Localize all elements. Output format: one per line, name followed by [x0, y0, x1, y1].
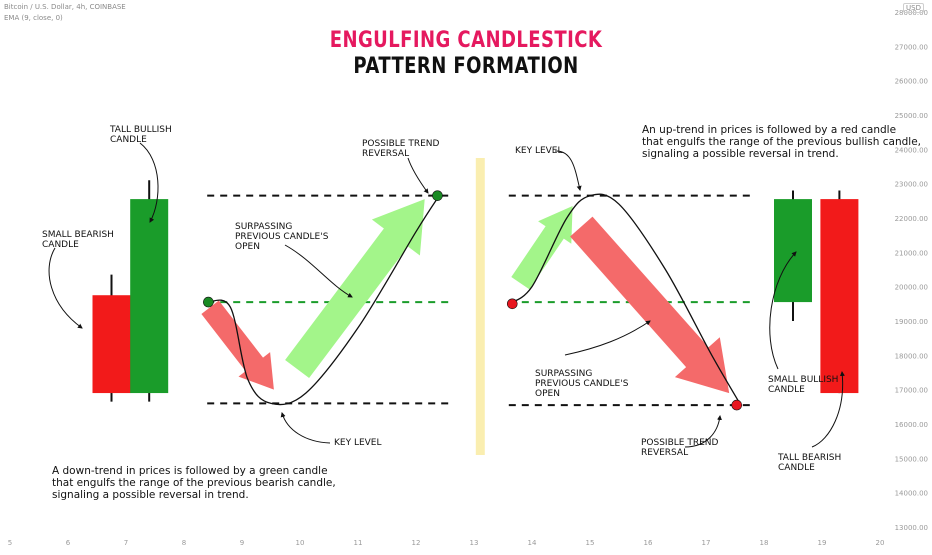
x-tick-label: 9: [240, 539, 244, 547]
label-key-level-right: KEY LEVEL: [515, 146, 563, 156]
candle-body: [92, 295, 131, 394]
label-small-bullish: SMALL BULLISH CANDLE: [768, 375, 839, 395]
price-path: [508, 193, 742, 406]
pointer-small-bearish: [48, 247, 83, 329]
x-tick-label: 10: [296, 539, 305, 547]
x-tick-label: 12: [412, 539, 421, 547]
separator: [475, 158, 485, 455]
pointer-key-level-left: [280, 412, 331, 444]
pointer-small-bullish: [769, 251, 797, 370]
y-tick-label: 27000.00: [895, 43, 928, 51]
y-tick-label: 24000.00: [895, 146, 928, 154]
x-tick-label: 11: [354, 539, 363, 547]
label-reversal-left: POSSIBLE TREND REVERSAL: [362, 139, 440, 159]
label-key-level-left: KEY LEVEL: [334, 438, 382, 448]
trend-arrow: [201, 300, 274, 390]
pointer-reversal-left: [407, 157, 429, 194]
title-line-2: PATTERN FORMATION: [353, 54, 579, 79]
description-right: An up-trend in prices is followed by a r…: [642, 124, 921, 160]
title-line-1: ENGULFING CANDLESTICK: [329, 28, 603, 53]
trend-arrow: [511, 206, 573, 290]
symbol-info: Bitcoin / U.S. Dollar, 4h, COINBASE: [4, 3, 126, 11]
x-tick-label: 16: [644, 539, 653, 547]
y-tick-label: 13000.00: [895, 524, 928, 532]
x-tick-label: 7: [124, 539, 128, 547]
y-tick-label: 15000.00: [895, 455, 928, 463]
label-tall-bullish: TALL BULLISH CANDLE: [110, 125, 172, 145]
label-tall-bearish: TALL BEARISH CANDLE: [778, 453, 842, 473]
y-tick-label: 21000.00: [895, 249, 928, 257]
axes: 13000.00 14000.00 15000.00 16000.00 17000.00…: [8, 9, 928, 547]
x-tick-label: 20: [876, 539, 885, 547]
y-tick-label: 19000.00: [895, 318, 928, 326]
marker-dot: [731, 399, 743, 411]
pointer-surpassing-right: [564, 320, 651, 356]
annotation-pointers: [48, 142, 845, 448]
x-tick-label: 19: [818, 539, 827, 547]
y-tick-label: 25000.00: [895, 112, 928, 120]
candles: [92, 180, 859, 402]
pointer-reversal-right: [684, 415, 722, 448]
label-surpassing-right: SURPASSING PREVIOUS CANDLE'S OPEN: [535, 369, 629, 399]
price-path: [207, 195, 440, 406]
pointer-tall-bullish: [139, 142, 159, 223]
x-tick-label: 14: [528, 539, 537, 547]
trend-arrows: [201, 199, 730, 394]
marker-dot: [432, 190, 443, 201]
currency-badge[interactable]: USD: [903, 3, 924, 13]
price-paths: [207, 193, 742, 406]
x-tick-label: 5: [8, 539, 12, 547]
y-tick-label: 23000.00: [895, 181, 928, 189]
candle-body: [130, 199, 169, 394]
y-tick-label: 20000.00: [895, 284, 928, 292]
candle-body: [820, 199, 859, 394]
x-tick-label: 18: [760, 539, 769, 547]
candle-body: [774, 199, 812, 303]
markers: [203, 190, 743, 411]
pointer-tall-bearish: [811, 371, 845, 448]
marker-dot: [203, 296, 214, 308]
y-tick-label: 16000.00: [895, 421, 928, 429]
indicator-info: EMA (9, close, 0): [4, 14, 63, 22]
y-tick-label: 17000.00: [895, 387, 928, 395]
separator-band: [475, 158, 485, 455]
label-surpassing-left: SURPASSING PREVIOUS CANDLE'S OPEN: [235, 222, 329, 252]
x-tick-label: 8: [182, 539, 186, 547]
x-tick-label: 6: [66, 539, 71, 547]
y-tick-label: 14000.00: [895, 490, 928, 498]
label-reversal-right: POSSIBLE TREND REVERSAL: [641, 438, 719, 458]
y-tick-label: 18000.00: [895, 352, 928, 360]
x-tick-label: 17: [702, 539, 711, 547]
x-tick-label: 13: [470, 539, 479, 547]
description-left: A down-trend in prices is followed by a …: [52, 465, 336, 501]
y-tick-label: 22000.00: [895, 215, 928, 223]
trend-arrow: [285, 199, 425, 378]
pointer-key-level-right: [554, 150, 582, 191]
y-tick-label: 28000.00: [895, 9, 928, 17]
label-small-bearish: SMALL BEARISH CANDLE: [42, 230, 114, 250]
x-tick-label: 15: [586, 539, 595, 547]
marker-dot: [506, 298, 518, 310]
y-tick-label: 26000.00: [895, 78, 928, 86]
pointer-surpassing-left: [284, 244, 353, 298]
trend-arrow: [570, 216, 730, 394]
